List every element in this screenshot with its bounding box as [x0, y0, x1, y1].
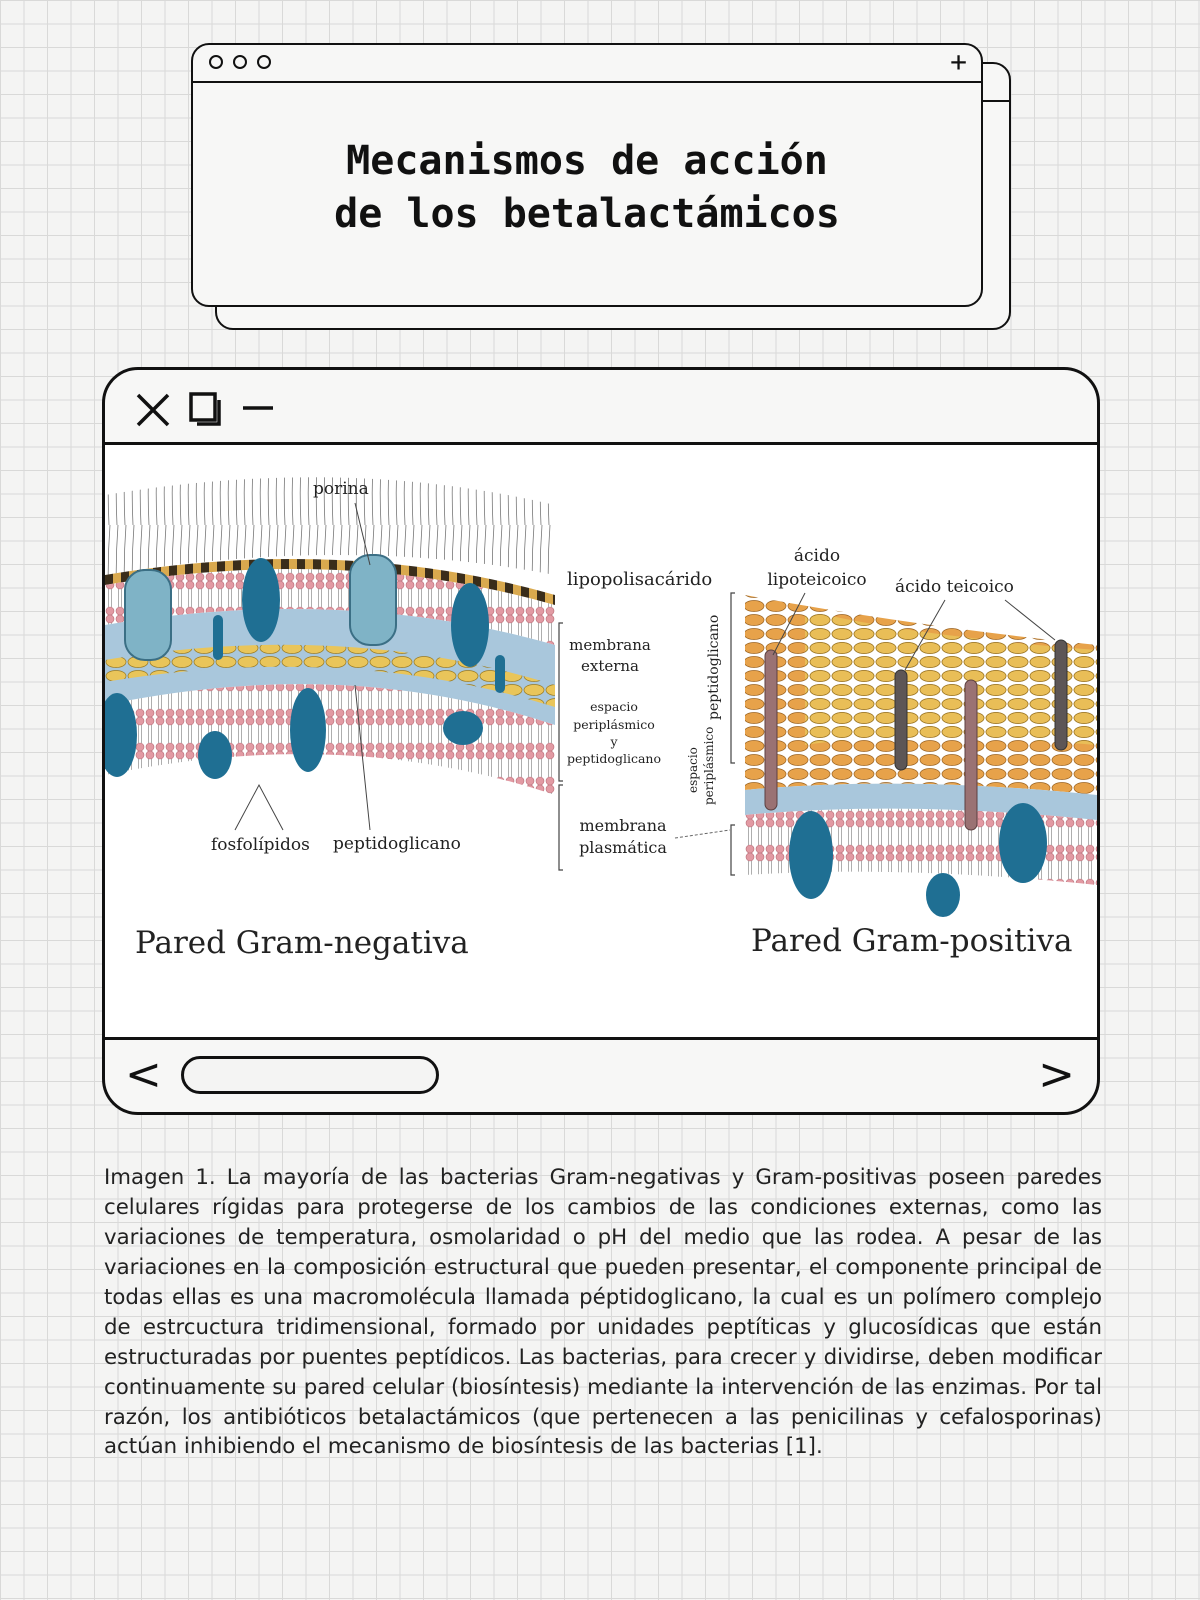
- label-espacio-2: periplásmico: [573, 717, 655, 732]
- close-icon[interactable]: [135, 392, 171, 428]
- chevron-left-icon[interactable]: <: [125, 1050, 162, 1100]
- page-title: Mecanismos de acción de los betalactámic…: [193, 135, 981, 241]
- label-peptidoglicano-vertical: peptidoglicano: [706, 615, 722, 720]
- label-fosfolipidos: fosfolípidos: [211, 835, 310, 855]
- chevron-right-icon[interactable]: >: [1038, 1050, 1075, 1100]
- label-peptidoglicano: peptidoglicano: [333, 834, 461, 854]
- browser-toolbar: [105, 370, 1097, 445]
- label-membrana-plasmatica-1: membrana: [579, 816, 667, 835]
- label-espacio-3: y: [609, 734, 618, 749]
- label-pared-gram-negativa: Pared Gram-negativa: [135, 925, 469, 961]
- label-pared-gram-positiva: Pared Gram-positiva: [751, 923, 1072, 959]
- cell-wall-diagram: porina lipopolisacárido membrana externa…: [105, 445, 1097, 1037]
- label-acido-teicoico: ácido teicoico: [895, 577, 1014, 597]
- label-membrana-externa-2: externa: [581, 657, 639, 675]
- restore-icon[interactable]: [189, 392, 223, 428]
- minimize-icon[interactable]: [241, 392, 275, 428]
- page-title-line-2: de los betalactámicos: [193, 188, 981, 241]
- gram-negative-wall: [105, 477, 555, 795]
- label-espacio-1: espacio: [590, 699, 638, 714]
- label-espacio-vertical-2: periplásmico: [702, 727, 716, 805]
- label-membrana-plasmatica-2: plasmática: [579, 838, 667, 857]
- label-porina: porina: [313, 479, 369, 499]
- browser-bottom-bar: < >: [105, 1042, 1097, 1112]
- cell-wall-figure: porina lipopolisacárido membrana externa…: [105, 445, 1097, 1040]
- label-espacio-4: peptidoglicano: [567, 751, 661, 766]
- gram-positive-wall: [745, 595, 1097, 917]
- label-acido-lipoteicoico-2: lipoteicoico: [767, 570, 866, 590]
- window-dot-icon: [257, 55, 271, 69]
- label-acido-lipoteicoico-1: ácido: [794, 546, 840, 566]
- page-title-line-1: Mecanismos de acción: [193, 135, 981, 188]
- plus-icon[interactable]: +: [950, 47, 967, 77]
- figure-browser-window: porina lipopolisacárido membrana externa…: [102, 367, 1100, 1115]
- title-window: + Mecanismos de acción de los betalactám…: [191, 43, 983, 307]
- figure-caption: Imagen 1. La mayoría de las bacterias Gr…: [104, 1163, 1102, 1462]
- label-espacio-vertical-1: espacio: [686, 747, 700, 793]
- label-membrana-externa-1: membrana: [569, 636, 651, 654]
- window-dot-icon: [233, 55, 247, 69]
- window-dot-icon: [209, 55, 223, 69]
- label-lipopolisacarido: lipopolisacárido: [567, 569, 712, 590]
- title-window-bar: +: [193, 45, 981, 83]
- address-bar[interactable]: [181, 1056, 439, 1094]
